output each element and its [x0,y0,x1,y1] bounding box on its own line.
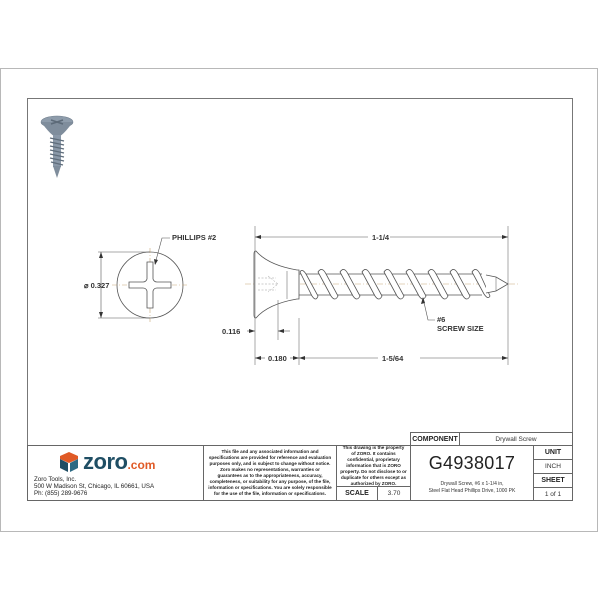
part-number: G4938017 [428,453,516,473]
company-address: Zoro Tools, Inc. 500 W Madison St, Chica… [34,476,154,497]
part-info-block: G4938017 Drywall Screw, #6 x 1-1/4 in, S… [410,445,534,501]
disclaimer-block: This file and any associated information… [203,445,337,501]
company-street: 500 W Madison St, Chicago, IL 60661, USA [34,483,155,490]
page-border [0,68,598,532]
overall-length-dimension: 1-1/4 [372,233,390,242]
scale-label: SCALE [336,486,378,501]
screw-thumbnail-icon [40,115,74,178]
screw-size-line2: SCREW SIZE [437,324,484,333]
part-description: Drywall Screw, #6 x 1-1/4 in, Steel Flat… [411,481,533,494]
unit-label: UNIT [533,445,573,460]
scale-value: 3.70 [377,486,411,501]
head-height-dimension: 0.116 [222,327,240,336]
unit-value: INCH [533,459,573,474]
sheet-label: SHEET [533,473,573,488]
screw-side-view [245,226,518,365]
drive-callout: PHILLIPS #2 [172,233,216,242]
component-label: COMPONENT [410,432,460,446]
logo-word: zoro [83,449,128,474]
description-line2: Steel Flat Head Phillips Drive, 1000 PK [428,487,516,494]
zoro-logo: zoro .com [58,449,155,475]
logo-suffix: .com [127,458,156,472]
screw-size-line1: #6 [437,315,445,324]
thread-length-dimension: 1-5/64 [382,354,404,363]
sheet-value: 1 of 1 [533,487,573,501]
head-offset-dimension: 0.180 [268,354,287,363]
description-line1: Drywall Screw, #6 x 1-1/4 in, [440,481,504,487]
component-value: Drywall Screw [459,432,573,446]
head-diameter-dimension: ⌀ 0.327 [84,281,109,290]
company-phone: Ph: (855) 289-9676 [34,490,88,497]
company-block: zoro .com Zoro Tools, Inc. 500 W Madison… [27,445,204,501]
zoro-cube-icon [60,452,78,472]
company-name: Zoro Tools, Inc. [34,476,77,483]
head-end-view [98,237,188,322]
property-notice: This drawing is the property of ZORO. It… [336,445,411,487]
